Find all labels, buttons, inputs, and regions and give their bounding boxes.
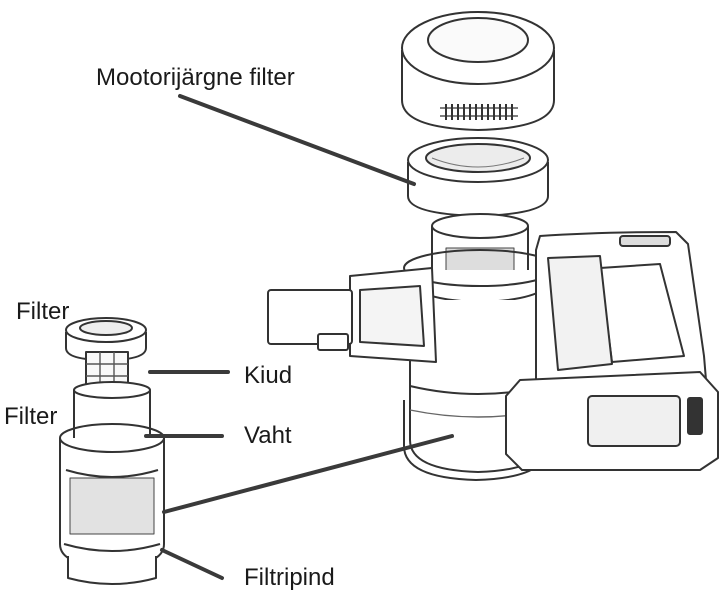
- leader-motor-filter: [178, 94, 416, 186]
- leader-lines: [144, 94, 454, 580]
- label-foam: Vaht: [244, 422, 292, 449]
- label-filter-housing: Filtripind: [244, 564, 335, 591]
- leader-bin: [162, 434, 454, 514]
- battery-pack: [505, 371, 719, 471]
- small-filter-assembly: [59, 317, 165, 585]
- inlet-nozzle: [267, 267, 437, 363]
- label-filter-mid: Filter: [4, 403, 58, 430]
- label-motor-filter: Mootorijärgne filter: [96, 64, 295, 91]
- label-fiber: Kiud: [244, 362, 293, 389]
- handle: [535, 231, 707, 399]
- motor-filter-ring: [407, 137, 549, 217]
- label-filter-top: Filter: [16, 298, 70, 325]
- leader-filter-housing: [160, 548, 224, 580]
- motor-cover: [401, 11, 555, 131]
